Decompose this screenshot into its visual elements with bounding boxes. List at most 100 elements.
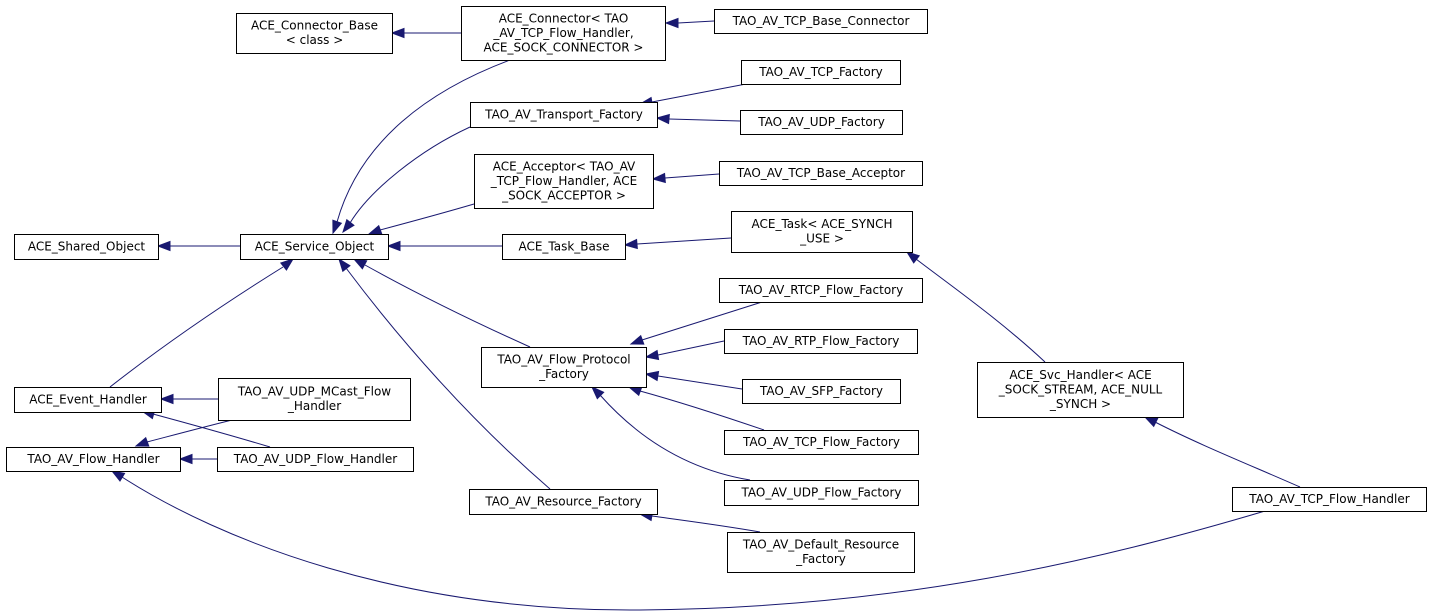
class-node-tao-av-default-resource-factory[interactable]: TAO_AV_Default_Resource_Factory <box>727 532 915 573</box>
edge-line <box>599 394 751 481</box>
class-name-line: ACE_Connector< TAO <box>499 11 629 25</box>
arrowhead <box>905 251 921 264</box>
class-name-line: ACE_Svc_Handler< ACE <box>1009 368 1151 382</box>
class-name-line: TAO_AV_UDP_MCast_Flow <box>237 385 391 399</box>
class-name-line: TAO_AV_TCP_Flow_Factory <box>742 435 900 449</box>
class-node-ace-shared-object[interactable]: ACE_Shared_Object <box>14 234 159 260</box>
class-name-line: _SOCK_ACCEPTOR > <box>501 188 626 202</box>
class-node-box <box>218 378 411 421</box>
edge-line <box>664 173 720 179</box>
class-node-tao-av-tcp-factory[interactable]: TAO_AV_TCP_Factory <box>741 60 901 85</box>
inheritance-edge-tao-av-transport-factory-to-ace-service-object <box>342 126 471 234</box>
class-name-line: ACE_Acceptor< TAO_AV <box>493 159 636 173</box>
arrowhead <box>390 27 405 39</box>
class-name-line: _Factory <box>795 552 846 566</box>
class-node-box <box>719 161 923 186</box>
edge-line <box>109 266 284 388</box>
inheritance-edge-ace-acceptor-to-ace-service-object <box>367 203 475 235</box>
class-node-tao-av-sfp-factory[interactable]: TAO_AV_SFP_Factory <box>742 379 901 404</box>
class-node-box <box>474 154 654 209</box>
class-node-box <box>14 387 162 413</box>
class-node-ace-event-handler[interactable]: ACE_Event_Handler <box>14 387 162 413</box>
class-name-line: TAO_AV_TCP_Factory <box>758 65 883 79</box>
arrowhead <box>655 113 670 125</box>
class-name-line: TAO_AV_TCP_Base_Acceptor <box>736 166 905 180</box>
inheritance-edge-tao-av-tcp-base-connector-to-ace-connector <box>664 17 715 29</box>
class-node-ace-task[interactable]: ACE_Task< ACE_SYNCH_USE > <box>731 211 913 253</box>
arrowhead <box>178 453 193 465</box>
class-node-tao-av-rtcp-flow-factory[interactable]: TAO_AV_RTCP_Flow_Factory <box>719 278 923 303</box>
arrowhead <box>134 436 150 447</box>
inheritance-edge-ace-event-handler-to-ace-service-object <box>109 258 295 388</box>
edge-line <box>349 126 471 224</box>
class-name-line: TAO_AV_UDP_Flow_Factory <box>741 485 902 499</box>
class-node-tao-av-flow-protocol-factory[interactable]: TAO_AV_Flow_Protocol_Factory <box>481 347 647 388</box>
class-name-line: TAO_AV_SFP_Factory <box>759 384 883 398</box>
inheritance-edge-tao-av-udp-flow-handler-to-tao-av-flow-handler <box>178 453 217 465</box>
inheritance-edge-ace-task-to-ace-task-base <box>623 237 732 250</box>
class-name-line: TAO_AV_Default_Resource <box>742 538 899 552</box>
class-node-ace-connector-base[interactable]: ACE_Connector_Base< class > <box>236 13 393 54</box>
arrowhead <box>623 238 638 250</box>
class-node-ace-connector[interactable]: ACE_Connector< TAO_AV_TCP_Flow_Handler,A… <box>461 6 666 61</box>
class-node-ace-acceptor[interactable]: ACE_Acceptor< TAO_AV_TCP_Flow_Handler, A… <box>474 154 654 209</box>
class-node-tao-av-udp-factory[interactable]: TAO_AV_UDP_Factory <box>740 110 903 135</box>
edge-line <box>915 258 1046 363</box>
class-name-line: TAO_AV_TCP_Flow_Handler <box>1248 492 1409 506</box>
edge-line <box>668 118 741 122</box>
class-name-line: TAO_AV_TCP_Base_Connector <box>732 14 910 28</box>
arrowhead <box>386 240 401 252</box>
class-node-box <box>240 234 389 260</box>
class-node-box <box>469 489 658 515</box>
inheritance-edge-ace-service-object-to-ace-shared-object <box>156 240 240 252</box>
class-node-box <box>470 102 658 128</box>
class-node-tao-av-flow-handler[interactable]: TAO_AV_Flow_Handler <box>6 447 181 472</box>
arrowhead <box>156 240 171 252</box>
class-node-box <box>724 430 919 455</box>
class-name-line: _SOCK_STREAM, ACE_NULL <box>998 382 1163 396</box>
edge-line <box>121 476 1266 611</box>
edge-line <box>657 340 725 356</box>
class-node-tao-av-rtp-flow-factory[interactable]: TAO_AV_RTP_Flow_Factory <box>724 329 918 354</box>
arrowhead <box>279 258 295 271</box>
class-node-box <box>977 362 1184 418</box>
inheritance-edge-ace-connector-to-ace-service-object <box>332 59 511 235</box>
inheritance-edge-ace-svc-handler-to-ace-task <box>905 251 1046 363</box>
inheritance-edge-tao-av-rtcp-flow-factory-to-tao-av-flow-protocol-factory <box>629 301 763 345</box>
class-node-tao-av-udp-flow-factory[interactable]: TAO_AV_UDP_Flow_Factory <box>724 480 919 506</box>
class-node-tao-av-tcp-base-acceptor[interactable]: TAO_AV_TCP_Base_Acceptor <box>719 161 923 186</box>
edge-line <box>336 59 511 223</box>
inheritance-edge-tao-av-resource-factory-to-ace-service-object <box>338 257 551 490</box>
class-name-line: TAO_AV_RTP_Flow_Factory <box>742 334 900 348</box>
class-node-box <box>740 110 903 135</box>
class-name-line: ACE_Shared_Object <box>28 239 146 253</box>
class-node-tao-av-resource-factory[interactable]: TAO_AV_Resource_Factory <box>469 489 658 515</box>
class-node-tao-av-udp-flow-handler[interactable]: TAO_AV_UDP_Flow_Handler <box>217 447 414 472</box>
class-node-box <box>481 347 647 388</box>
class-node-tao-av-udp-mcast-flow-handler[interactable]: TAO_AV_UDP_MCast_Flow_Handler <box>218 378 411 421</box>
arrowhead <box>590 385 605 400</box>
class-name-line: _USE > <box>799 232 844 246</box>
class-node-tao-av-tcp-base-connector[interactable]: TAO_AV_TCP_Base_Connector <box>714 9 928 34</box>
arrowhead <box>644 370 660 382</box>
class-name-line: ACE_Event_Handler <box>29 392 147 406</box>
class-node-tao-av-tcp-flow-factory[interactable]: TAO_AV_TCP_Flow_Factory <box>724 430 919 455</box>
class-node-ace-service-object[interactable]: ACE_Service_Object <box>240 234 389 260</box>
class-node-tao-av-transport-factory[interactable]: TAO_AV_Transport_Factory <box>470 102 658 128</box>
class-node-ace-task-base[interactable]: ACE_Task_Base <box>502 234 626 260</box>
inheritance-edge-tao-av-rtp-flow-factory-to-tao-av-flow-protocol-factory <box>644 340 725 361</box>
class-name-line: _Handler <box>287 399 341 413</box>
edge-line <box>364 264 531 348</box>
class-node-ace-svc-handler[interactable]: ACE_Svc_Handler< ACE_SOCK_STREAM, ACE_NU… <box>977 362 1184 418</box>
inheritance-edge-tao-av-udp-flow-factory-to-tao-av-flow-protocol-factory <box>590 385 751 481</box>
class-name-line: < class > <box>286 33 344 47</box>
inheritance-edge-tao-av-udp-factory-to-tao-av-transport-factory <box>655 113 741 125</box>
class-node-box <box>731 211 913 253</box>
class-node-box <box>727 532 915 573</box>
class-node-box <box>502 234 626 260</box>
class-name-line: TAO_AV_Resource_Factory <box>484 494 641 508</box>
arrowhead <box>352 258 368 270</box>
class-name-line: TAO_AV_Transport_Factory <box>484 107 643 121</box>
class-node-tao-av-tcp-flow-handler[interactable]: TAO_AV_TCP_Flow_Handler <box>1232 487 1427 512</box>
edge-line <box>379 203 475 231</box>
